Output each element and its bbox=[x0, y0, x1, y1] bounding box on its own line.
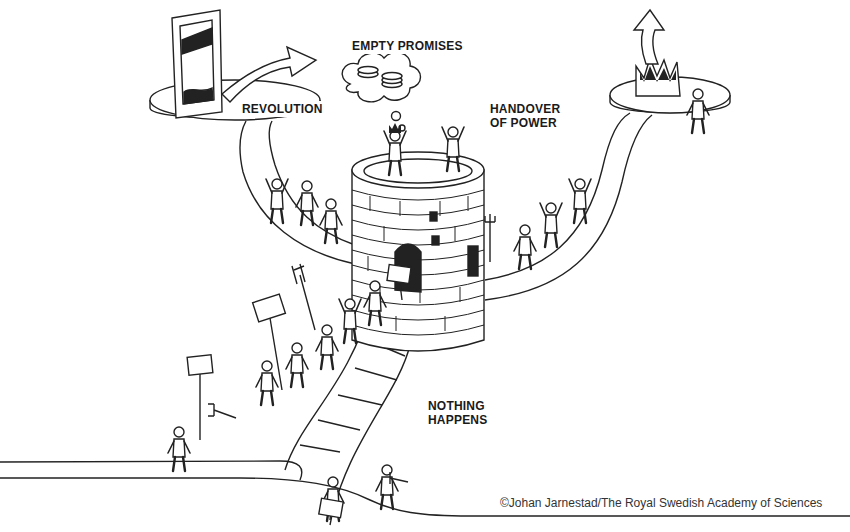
ruler-crown bbox=[389, 123, 401, 133]
left-path bbox=[240, 121, 355, 264]
path-label: REVOLUTION bbox=[240, 101, 325, 117]
thought-bubble bbox=[342, 52, 420, 131]
path-label: EMPTY PROMISES bbox=[350, 38, 465, 54]
guillotine bbox=[172, 10, 222, 118]
path-label: HANDOVER OF POWER bbox=[488, 101, 570, 131]
people bbox=[168, 179, 591, 521]
right-path bbox=[485, 113, 652, 300]
person bbox=[687, 89, 709, 133]
ground-lines bbox=[0, 461, 850, 516]
crown-teeth bbox=[640, 66, 676, 82]
signs-and-forks bbox=[187, 214, 495, 520]
tower bbox=[352, 152, 484, 351]
up-arrow bbox=[222, 47, 316, 102]
ruler bbox=[384, 131, 406, 175]
up-arrow bbox=[634, 10, 664, 64]
path-label: NOTHING HAPPENS bbox=[426, 398, 500, 428]
ruler bbox=[442, 127, 464, 171]
credit-line: ©Johan Jarnestad/The Royal Swedish Acade… bbox=[498, 495, 824, 511]
